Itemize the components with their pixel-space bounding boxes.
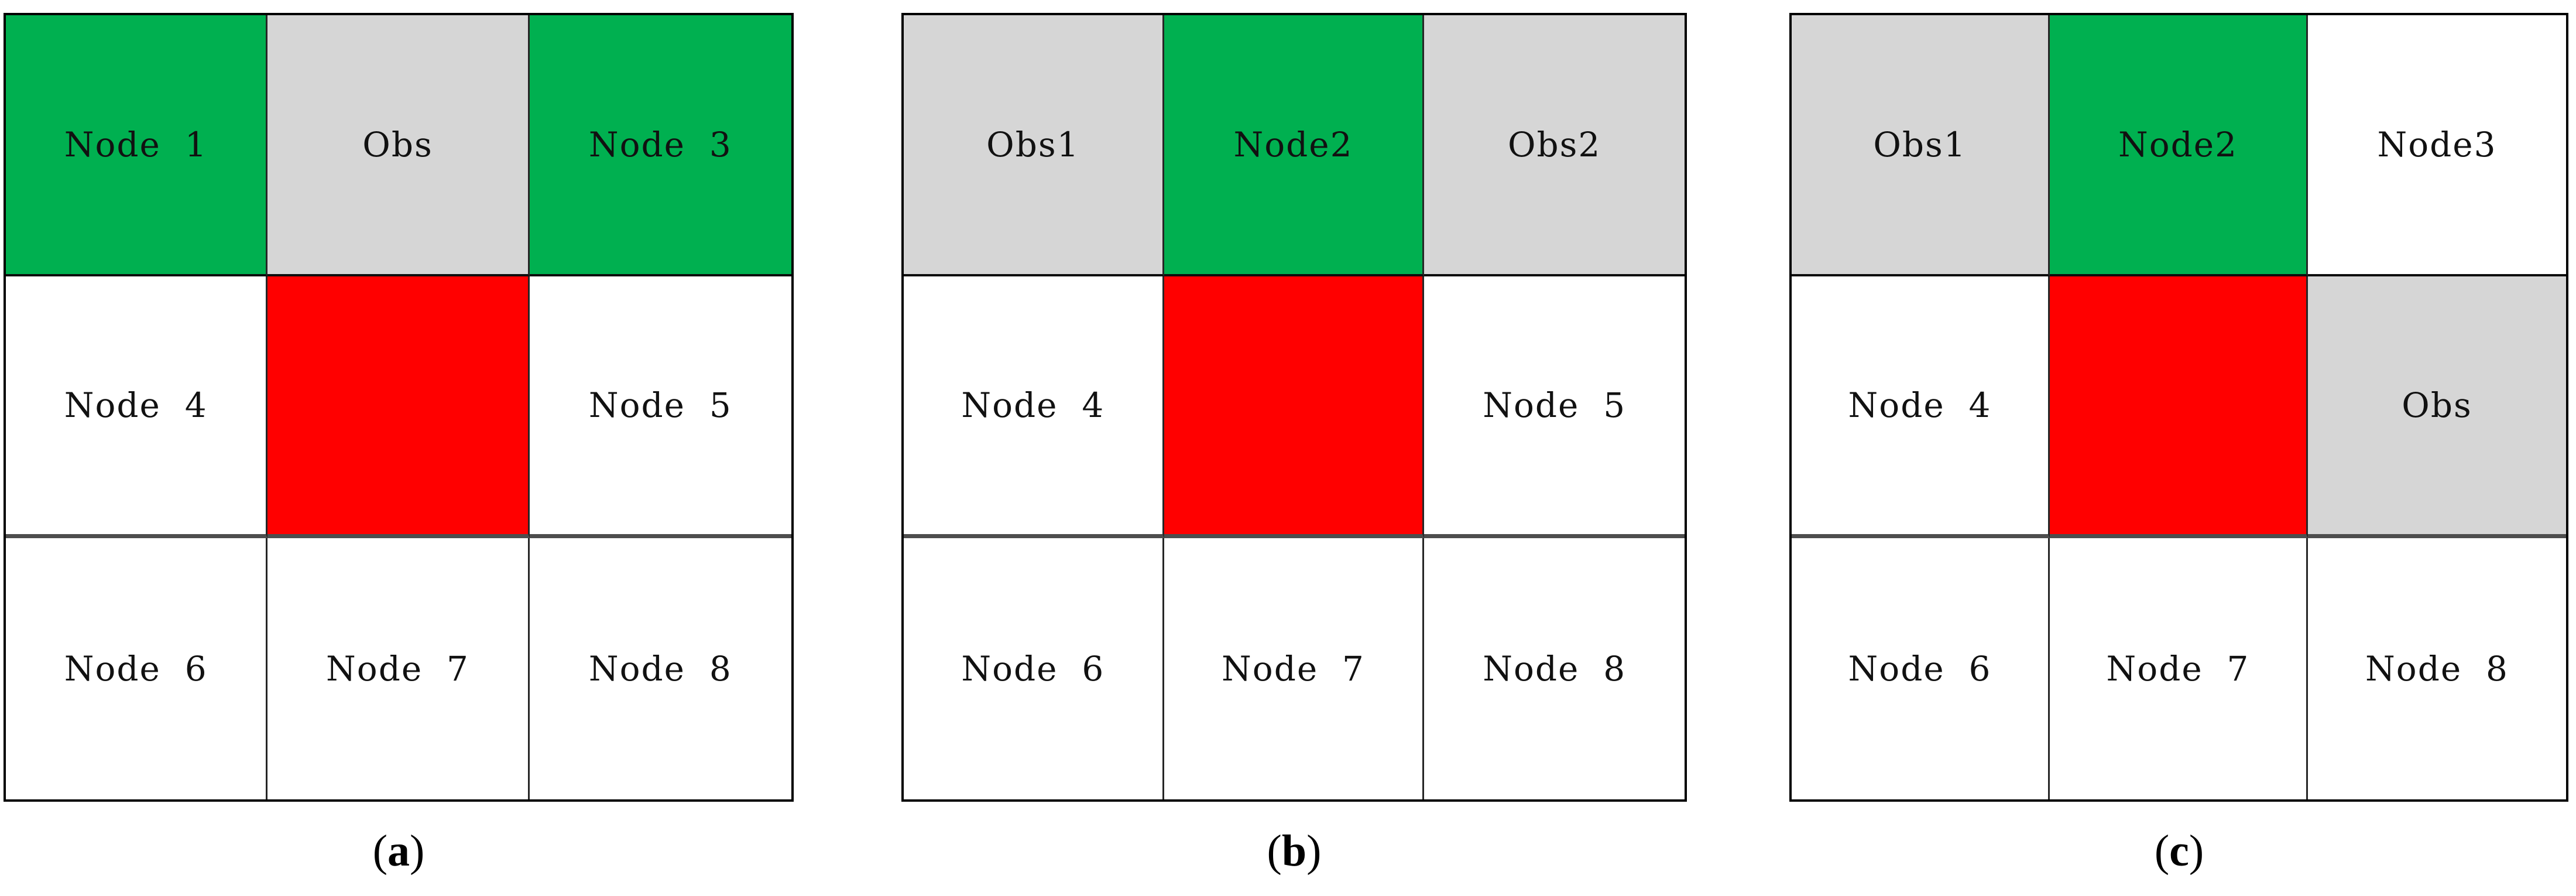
grid-cell-node1: Node 1 [6, 15, 268, 277]
subfigure-a-label: (a) [372, 826, 425, 876]
grid-cell-node7: Node 7 [2050, 538, 2308, 799]
grid-cell-node8: Node 8 [1424, 538, 1685, 799]
grid-cell-node2: Node2 [2050, 15, 2308, 277]
caption-letter: c [2169, 826, 2189, 876]
subfigure-a-grid: Node 1 Obs Node 3 Node 4 Node 5 Node 6 N… [4, 13, 794, 802]
caption-paren: ) [410, 826, 425, 876]
subfigure-c-grid: Obs1 Node2 Node3 Node 4 Obs Node 6 Node … [1789, 13, 2568, 802]
grid-cell-node3: Node 3 [529, 15, 791, 277]
grid-cell-node5: Node 5 [529, 276, 791, 538]
caption-paren: ( [1267, 826, 1282, 876]
caption-paren: ( [2154, 826, 2170, 876]
grid-cell-node7: Node 7 [267, 538, 530, 799]
grid-cell-obs1: Obs1 [1792, 15, 2050, 277]
grid-cell-obstacle-red [1164, 276, 1425, 538]
grid-cell-node3: Node3 [2308, 15, 2566, 277]
grid-cell-node5: Node 5 [1424, 276, 1685, 538]
grid-cell-obs: Obs [2308, 276, 2566, 538]
grid-cell-node7: Node 7 [1164, 538, 1425, 799]
subfigure-b-grid: Obs1 Node2 Obs2 Node 4 Node 5 Node 6 Nod… [901, 13, 1687, 802]
subfigure-b-label: (b) [1267, 826, 1322, 876]
grid-cell-node4: Node 4 [6, 276, 268, 538]
grid-cell-node8: Node 8 [529, 538, 791, 799]
grid-cell-node8: Node 8 [2308, 538, 2566, 799]
grid-cell-obs1: Obs1 [904, 15, 1164, 277]
caption-paren: ( [372, 826, 387, 876]
subfigure-c-label: (c) [2154, 826, 2204, 876]
grid-cell-obs: Obs [267, 15, 530, 277]
grid-cell-node6: Node 6 [904, 538, 1164, 799]
grid-cell-node4: Node 4 [904, 276, 1164, 538]
grid-cell-node6: Node 6 [1792, 538, 2050, 799]
grid-cell-obstacle-red [267, 276, 530, 538]
caption-paren: ) [1306, 826, 1322, 876]
grid-cell-node4: Node 4 [1792, 276, 2050, 538]
caption-letter: b [1281, 826, 1307, 876]
grid-cell-obs2: Obs2 [1424, 15, 1685, 277]
grid-cell-node2: Node2 [1164, 15, 1425, 277]
caption-paren: ) [2189, 826, 2204, 876]
grid-cell-node6: Node 6 [6, 538, 268, 799]
grid-cell-obstacle-red [2050, 276, 2308, 538]
caption-letter: a [387, 826, 410, 876]
